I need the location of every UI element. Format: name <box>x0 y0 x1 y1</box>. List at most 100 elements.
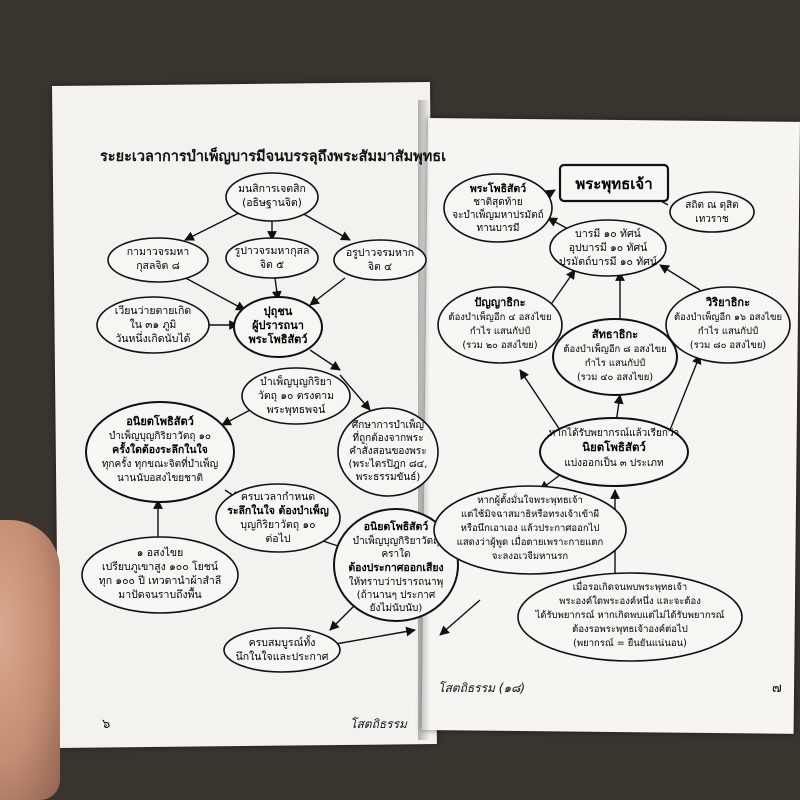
node-puthujjana-line-2: ผู้ปรารถนา <box>252 319 304 333</box>
node-merit-acts-line-3: พระพุทธพจน์ <box>267 403 326 416</box>
node-viriya-line-1: วิริยาธิกะ <box>705 296 750 309</box>
node-asankheyya-line-1: ๑ อสงไขย <box>137 546 183 559</box>
node-study-line-1: ศึกษาการบำเพ็ญ <box>352 417 424 431</box>
holding-thumb <box>0 520 60 800</box>
node-period-mind-line-2: ระลึกในใจ ต้องบำเพ็ญ <box>227 503 329 517</box>
node-renounce-line-3: หรือนึกเอาเอง แล้วประกาศออกไป <box>461 522 600 534</box>
node-bodhisatta-line-2: ชาติสุดท้าย <box>473 196 523 208</box>
node-niyata: หากได้รับพยากรณ์แล้วเรียกว่า นิยตโพธิสัต… <box>539 417 689 487</box>
node-merit-acts: บำเพ็ญบุญกิริยา วัตถุ ๑๐ ตรงตาม พระพุทธพ… <box>241 367 351 425</box>
node-tusita-line-1: สถิต ณ ดุสิต <box>685 200 738 211</box>
node-buddha: พระพุทธเจ้า <box>558 163 670 203</box>
node-aniyata-speech-line-2: บำเพ็ญบุญกิริยาวัตถุ <box>353 533 439 547</box>
node-viriya-line-3: กำไร แสนกัปป์ <box>698 325 758 337</box>
node-aniyata-speech-line-7: ยังไม่นับนับ) <box>370 602 423 614</box>
node-aniyata-mind-line-4: ทุกครั้ง ทุกขณะจิตที่บำเพ็ญ <box>102 456 218 470</box>
node-saddha-line-1: สัทธาธิกะ <box>592 328 638 341</box>
node-meet-buddha-line-2: พระองค์ใดพระองค์หนึ่ง และจะต้อง <box>559 594 701 607</box>
node-viriya: วิริยาธิกะ ต้องบำเพ็ญอีก ๑๖ อสงไขย กำไร … <box>665 286 791 364</box>
node-complete-line-1: ครบสมบูรณ์ทั้ง <box>249 635 316 649</box>
node-saddha-line-2: ต้องบำเพ็ญอีก ๘ อสงไขย <box>563 342 666 355</box>
node-saddha-line-3: กำไร แสนกัปป์ <box>585 357 645 369</box>
node-saddha: สัทธาธิกะ ต้องบำเพ็ญอีก ๘ อสงไขย กำไร แส… <box>552 318 678 396</box>
node-renounce: หากผู้ตั้งมั่นใจพระพุทธเจ้า แต่ใช้มิจฉาส… <box>433 485 627 575</box>
node-asankheyya: ๑ อสงไขย เปรียบภูเขาสูง ๑๐๐ โยชน์ ทุก ๑๐… <box>81 536 239 614</box>
node-period-mind-line-1: ครบเวลากำหนด <box>241 491 315 503</box>
node-wandering-line-2: ใน ๓๑ ภูมิ <box>130 318 177 331</box>
node-niyata-line-2: นิยตโพธิสัตว์ <box>582 439 646 454</box>
node-rupavacara-line-1: รูปาวจรมหากุสล <box>235 245 310 257</box>
node-aniyata-mind-line-5: นานนับอสงไขยชาติ <box>117 472 203 484</box>
right-page-number: ๗ <box>772 681 782 696</box>
node-kamavacara-line-2: กุสลจิต ๘ <box>136 260 180 272</box>
node-buddha-title: พระพุทธเจ้า <box>575 175 652 194</box>
node-panna-line-2: ต้องบำเพ็ญอีก ๔ อสงไขย <box>448 310 551 323</box>
node-bodhisatta-line-1: พระโพธิสัตว์ <box>470 182 526 195</box>
node-wandering-line-1: เวียนว่ายตายเกิด <box>115 304 191 317</box>
node-study: ศึกษาการบำเพ็ญ ที่ถูกต้องจากพระ คำสั่งสอ… <box>337 407 439 497</box>
node-viriya-line-4: (รวม ๘๐ อสงไขย) <box>690 339 766 351</box>
node-aniyata-mind-line-2: บำเพ็ญบุญกิริยาวัตถุ ๑๐ <box>109 428 211 442</box>
node-aniyata-speech-line-1: อนิยตโพธิสัตว์ <box>364 520 429 533</box>
node-aniyata-mind-line-1: อนิยตโพธิสัตว์ <box>126 414 194 428</box>
node-merit-acts-line-2: วัตถุ ๑๐ ตรงตาม <box>258 390 334 402</box>
node-panna-line-4: (รวม ๒๐ อสงไขย) <box>462 339 537 351</box>
node-study-line-3: คำสั่งสอนของพระ <box>349 443 426 457</box>
node-panna: ปัญญาธิกะ ต้องบำเพ็ญอีก ๔ อสงไขย กำไร แส… <box>437 286 563 364</box>
node-viriya-line-2: ต้องบำเพ็ญอีก ๑๖ อสงไขย <box>674 310 782 323</box>
node-arupavacara-line-1: อรูปาวจรมหาก <box>346 247 414 259</box>
node-asankheyya-line-3: ทุก ๑๐๐ ปี เทวดานำผ้าสำลี <box>99 574 221 587</box>
node-aniyata-speech-line-4: ต้องประกาศออกเสียง <box>348 561 443 574</box>
node-tusita-line-2: เทวราช <box>695 214 729 225</box>
node-panna-line-1: ปัญญาธิกะ <box>474 296 525 309</box>
node-asankheyya-line-2: เปรียบภูเขาสูง ๑๐๐ โยชน์ <box>102 560 218 573</box>
node-aniyata-speech-line-5: ให้ทราบว่าปรารถนาพุ <box>349 576 443 588</box>
node-meet-buddha-line-4: ต้องรอพระพุทธเจ้าองค์ต่อไป <box>572 623 688 635</box>
node-niyata-line-3: แบ่งออกเป็น ๓ ประเภท <box>564 455 663 469</box>
node-aniyata-mind-line-3: ครั้งใดต้องระลึกในใจ <box>112 441 208 456</box>
node-renounce-line-2: แต่ใช้มิจฉาสมาธิหรือทรงเจ้าเข้าผี <box>461 508 599 520</box>
node-aniyata-speech: อนิยตโพธิสัตว์ บำเพ็ญบุญกิริยาวัตถุ คราใ… <box>333 508 459 622</box>
node-period-mind-line-3: บุญกิริยาวัตถุ ๑๐ <box>240 519 315 531</box>
left-page-number: ๖ <box>102 717 110 732</box>
node-meet-buddha-line-3: ได้รับพยากรณ์ หากเกิดพบแต่ไม่ได้รับพยากร… <box>535 609 725 621</box>
node-tusita: สถิต ณ ดุสิต เทวราช <box>669 191 755 233</box>
left-page-footer: โสตถิธรรม <box>350 717 408 731</box>
node-niyata-line-1: หากได้รับพยากรณ์แล้วเรียกว่า <box>549 427 679 439</box>
node-meet-buddha-line-1: เมื่อรอเกิดจนพบพระพุทธเจ้า <box>573 580 687 593</box>
node-wandering: เวียนว่ายตายเกิด ใน ๓๑ ภูมิ วันหนึ่งเกิด… <box>96 296 210 354</box>
node-aniyata-mind: อนิยตโพธิสัตว์ บำเพ็ญบุญกิริยาวัตถุ ๑๐ ค… <box>85 401 235 503</box>
node-bodhisatta-line-3: จะบำเพ็ญมหาปรมัตถ์ <box>452 207 543 221</box>
node-barami-line-2: อุปบารมี ๑๐ ทัศน์ <box>569 241 648 254</box>
node-renounce-line-4: แสดงว่าผู้พูด เมื่อตายเพราะกายแตก <box>457 535 604 548</box>
node-kamavacara: กามาวจรมหา กุสลจิต ๘ <box>107 237 209 283</box>
node-barami-line-1: บารมี ๑๐ ทัศน์ <box>575 227 641 240</box>
node-study-line-5: พระธรรมขันธ์) <box>356 471 421 483</box>
node-puthujjana-line-1: ปุถุชน <box>264 305 293 319</box>
node-merit-acts-line-1: บำเพ็ญบุญกิริยา <box>260 374 332 388</box>
node-rupavacara: รูปาวจรมหากุสล จิต ๕ <box>225 237 319 279</box>
node-manasikan-line-2: (อธิษฐานจิต) <box>242 197 302 209</box>
node-meet-buddha-line-5: (พยากรณ์ = ยืนยันแน่นอน) <box>573 637 687 649</box>
node-wandering-line-3: วันหนึ่งเกิดนับได้ <box>115 331 190 345</box>
node-complete-line-2: นึกในใจและประกาศ <box>236 650 329 663</box>
node-renounce-line-5: จะลงอเวจีมหานรก <box>492 550 568 562</box>
node-aniyata-speech-line-3: คราใด <box>381 548 410 560</box>
node-period-mind-line-4: ต่อไป <box>265 532 290 545</box>
node-study-line-2: ที่ถูกต้องจากพระ <box>353 430 424 444</box>
node-asankheyya-line-4: มาปัดจนราบถึงพื้น <box>118 587 201 601</box>
node-barami-line-3: ปรมัตถ์บารมี ๑๐ ทัศน์ <box>559 255 657 268</box>
node-kamavacara-line-1: กามาวจรมหา <box>127 246 190 258</box>
node-puthujjana-line-3: พระโพธิสัตว์ <box>249 332 308 346</box>
node-complete: ครบสมบูรณ์ทั้ง นึกในใจและประกาศ <box>223 627 341 673</box>
left-page-title: ระยะเวลาการบำเพ็ญบารมีจนบรรลุถึงพระสัมมา… <box>100 146 446 165</box>
node-manasikan-line-1: มนสิการเจตสิก <box>238 183 306 195</box>
node-bodhisatta: พระโพธิสัตว์ ชาติสุดท้าย จะบำเพ็ญมหาปรมั… <box>443 173 553 243</box>
node-period-mind: ครบเวลากำหนด ระลึกในใจ ต้องบำเพ็ญ บุญกิร… <box>215 483 341 553</box>
node-renounce-line-1: หากผู้ตั้งมั่นใจพระพุทธเจ้า <box>477 493 583 506</box>
node-arupavacara-line-2: จิต ๔ <box>368 261 392 273</box>
node-manasikan: มนสิการเจตสิก (อธิษฐานจิต) <box>225 172 319 222</box>
node-saddha-line-4: (รวม ๔๐ อสงไขย) <box>577 371 653 383</box>
right-page-footer: โสตถิธรรม (๑๘) <box>438 681 525 695</box>
